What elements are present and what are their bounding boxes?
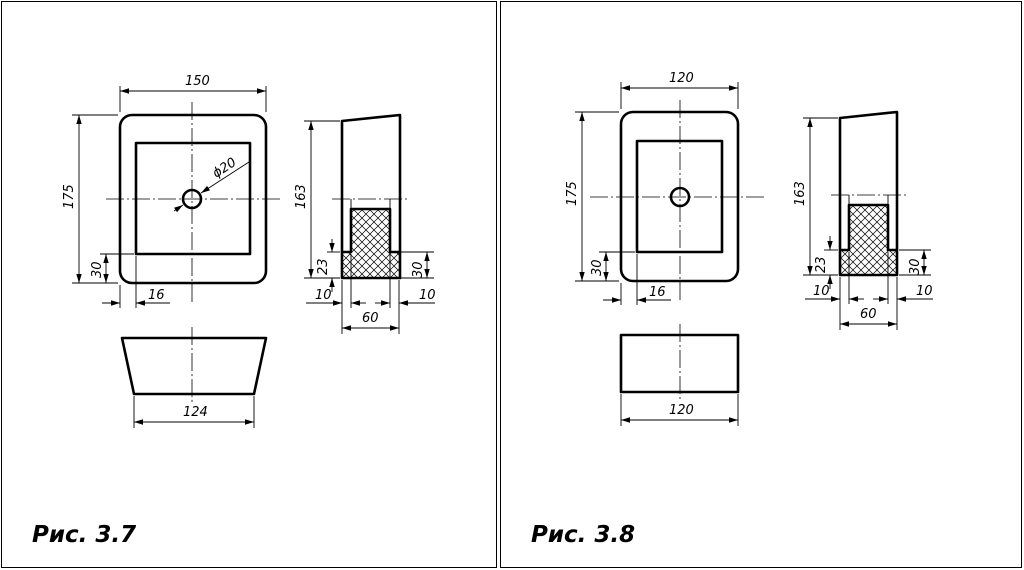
dim-label-base-width: 60 <box>362 311 379 326</box>
dim-label-width-top: 150 <box>185 74 210 89</box>
bottom-outline <box>120 336 268 396</box>
dim-wall: 16 <box>603 254 671 305</box>
dim-offset-right: 10 <box>873 252 933 330</box>
dim-height-left: 175 <box>565 111 619 282</box>
dim-label-rim: 30 <box>590 259 605 276</box>
dim-label-wall: 16 <box>148 288 165 303</box>
side-cavity <box>840 203 897 252</box>
dim-label-offset-right: 10 <box>916 284 933 299</box>
dim-base-right: 30 <box>401 251 434 279</box>
dim-rim: 30 <box>90 253 134 283</box>
inner-cavity <box>635 139 724 254</box>
dim-depth-inner: 23 <box>316 239 340 292</box>
side-section-view <box>831 110 907 277</box>
dim-base-width: 60 <box>840 307 897 327</box>
dim-height-side: 163 <box>793 117 838 276</box>
figure-caption: Рис. 3.8 <box>531 522 636 548</box>
inner-cavity <box>134 141 252 256</box>
front-view <box>590 100 766 300</box>
dim-label-depth-inner: 23 <box>316 258 331 275</box>
figure-panel-3-7: 150 175 30 16 ϕ20 <box>1 1 497 568</box>
dim-label-bottom-width: 124 <box>183 405 208 420</box>
dim-height-left: 175 <box>62 114 118 284</box>
bottom-view: 124 <box>120 327 268 428</box>
dim-rim: 30 <box>590 251 635 281</box>
dim-label-base-width: 60 <box>860 307 877 322</box>
dim-label-bottom-width: 120 <box>669 403 694 418</box>
dim-height-side: 163 <box>294 120 340 279</box>
dim-label-width-top: 120 <box>669 71 694 86</box>
drawing-3-7: 150 175 30 16 ϕ20 <box>62 74 436 428</box>
dim-label-height-side: 163 <box>294 184 309 209</box>
dim-label-base-right: 30 <box>908 258 923 275</box>
dim-label-bottom-left: 10 <box>813 284 830 299</box>
bottom-view: 120 <box>619 324 740 426</box>
dim-bottom-left: 10 <box>306 254 366 334</box>
dim-label-height-left: 175 <box>62 184 77 209</box>
dim-wall: 16 <box>102 256 170 308</box>
bottom-outline <box>619 333 740 394</box>
dim-depth-inner: 23 <box>814 236 838 289</box>
dim-width-top: 150 <box>119 74 267 112</box>
dim-label-depth-inner: 23 <box>814 256 829 273</box>
drawing-3-8: 120 175 30 16 <box>565 71 933 426</box>
side-outline <box>838 110 899 277</box>
side-cavity <box>342 207 399 254</box>
side-section-view <box>332 113 408 280</box>
dim-label-offset-right: 10 <box>419 288 436 303</box>
dim-offset-right: 10 <box>375 254 436 334</box>
dim-width-top: 120 <box>620 71 739 109</box>
section-hatch <box>840 205 897 275</box>
dim-base-right: 30 <box>899 249 931 276</box>
figure-caption: Рис. 3.7 <box>32 522 137 548</box>
dim-label-base-right: 30 <box>411 261 426 278</box>
dim-hole-diameter: ϕ20 <box>173 155 250 213</box>
side-outline <box>340 113 402 280</box>
section-hatch <box>342 209 399 278</box>
dim-label-bottom-left: 10 <box>315 288 332 303</box>
front-view <box>106 102 280 302</box>
outer-outline <box>619 110 740 283</box>
dim-label-height-left: 175 <box>565 181 580 206</box>
dim-label-wall: 16 <box>649 285 666 300</box>
dim-bottom-left: 10 <box>805 252 864 330</box>
dim-label-height-side: 163 <box>793 181 808 206</box>
figure-panel-3-8: 120 175 30 16 <box>500 1 1022 568</box>
dim-base-width: 60 <box>342 311 399 331</box>
dim-label-rim: 30 <box>90 261 105 278</box>
